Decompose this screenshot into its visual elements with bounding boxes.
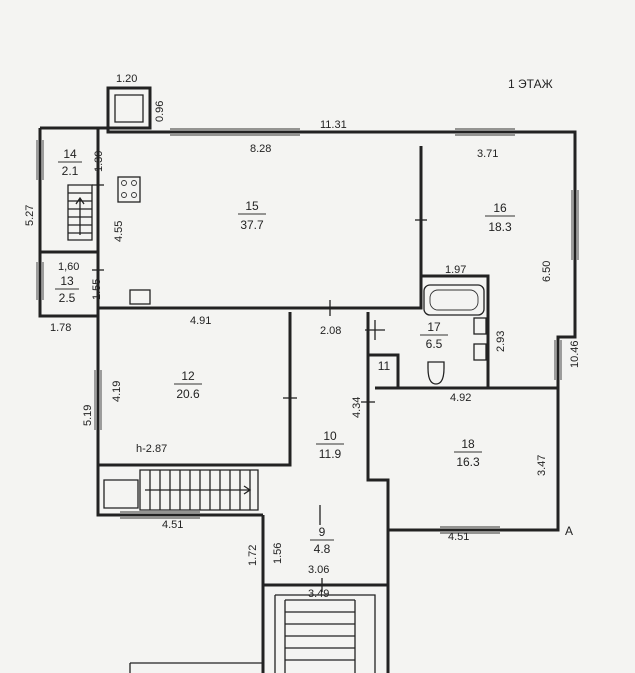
window-16-right	[571, 190, 579, 260]
outer-wall-top	[40, 126, 577, 532]
dim-vestibule-inner: 1.56	[272, 543, 284, 564]
dim-front-right: 4.51	[448, 531, 469, 543]
interior-wall-11	[368, 353, 400, 388]
ceiling-height-note: h-2.87	[136, 443, 167, 455]
windows	[36, 128, 579, 534]
room-15-area: 37.7	[240, 218, 264, 232]
stair-left	[103, 479, 139, 509]
room-9-area: 4.8	[314, 542, 331, 556]
room-15-number: 15	[245, 199, 259, 213]
walls	[38, 86, 577, 673]
floor-label: 1 ЭТАЖ	[508, 77, 553, 91]
interior-wall-left-wing	[40, 128, 100, 316]
porch	[261, 585, 390, 673]
dim-room-12-depth: 4.19	[111, 381, 123, 402]
window-16-top	[455, 128, 515, 136]
dim-left-wall: 5.19	[82, 405, 94, 426]
room-13-area: 2.5	[59, 291, 76, 305]
window-17-right	[554, 340, 562, 380]
interior-wall-16-bottom	[375, 274, 558, 390]
porch-steps	[284, 599, 356, 673]
dim-room-12-width: 4.91	[190, 315, 211, 327]
window-front-left	[120, 511, 200, 519]
dim-corridor-16: 1.97	[445, 264, 466, 276]
room-17-number: 17	[427, 320, 441, 334]
room-14-number: 14	[63, 147, 77, 161]
window-18-bottom	[440, 526, 500, 534]
room-14-area: 2.1	[62, 164, 79, 178]
room-11-number: 11	[378, 359, 391, 373]
dim-room-16-depth: 6.50	[541, 261, 553, 282]
dim-room-18-depth: 3.47	[536, 455, 548, 476]
toilet	[427, 361, 445, 385]
bathtub-inner	[429, 289, 479, 311]
fixtures	[117, 176, 487, 385]
outer-wall-left-wing	[38, 128, 263, 517]
window-12-left	[94, 370, 102, 430]
window-13-left	[36, 262, 44, 300]
room-12-number: 12	[181, 369, 195, 383]
dim-room-15-width: 8.28	[250, 143, 271, 155]
chimney-box	[106, 86, 152, 130]
dim-chimney-width: 1.20	[116, 73, 137, 85]
room-labels: 15 37.7 16 18.3 14 2.1 13 2.5 12 20.6 17…	[55, 147, 515, 556]
dim-room-15-depth: 4.55	[113, 221, 125, 242]
door-17	[365, 320, 385, 340]
doors	[92, 184, 427, 592]
vestibule-9	[261, 515, 390, 587]
dim-vestibule-width: 3.06	[308, 564, 329, 576]
room-18-area: 16.3	[456, 455, 480, 469]
staircases	[67, 184, 356, 673]
dim-chimney-depth: 0.96	[154, 101, 166, 122]
dim-right-wall: 10.46	[569, 340, 581, 368]
room-18-number: 18	[461, 437, 475, 451]
basement-outline	[129, 662, 264, 673]
dim-porch-width: 3.49	[308, 588, 329, 600]
washbasin-2	[473, 343, 487, 361]
room-10-number: 10	[323, 429, 337, 443]
chimney-inner	[114, 94, 144, 123]
stair-arrow-main	[145, 485, 252, 495]
room-9-number: 9	[319, 525, 326, 539]
interior-wall-12	[98, 312, 292, 467]
dim-left-wing-height: 5.27	[24, 205, 36, 226]
dim-room-16-width: 3.71	[477, 148, 498, 160]
axis-marker: A	[565, 524, 573, 538]
window-15-top	[170, 128, 300, 136]
window-14-left	[36, 140, 44, 180]
porch-inner	[274, 594, 376, 673]
stove	[117, 176, 141, 203]
dim-vestibule-outer: 1.72	[247, 545, 259, 566]
interior-wall-15-bottom	[98, 146, 423, 310]
dim-left-wing-bottom: 1.78	[50, 322, 71, 334]
dim-hall-width: 2.08	[320, 325, 341, 337]
dim-room-17-depth: 2.93	[495, 331, 507, 352]
sink-15	[129, 289, 151, 305]
dim-total-width: 11.31	[320, 119, 347, 131]
dim-room-14-depth: 1.30	[93, 151, 105, 172]
room-16-area: 18.3	[488, 220, 512, 234]
room-13-number: 13	[60, 274, 74, 288]
dim-room-10-depth: 4.34	[351, 397, 363, 418]
room-12-area: 20.6	[176, 387, 200, 401]
interior-wall-10-18	[366, 312, 390, 515]
washbasin-1	[473, 317, 487, 335]
dim-room-18-width: 4.92	[450, 392, 471, 404]
stair-arrow-14	[75, 196, 85, 235]
dimension-labels: 1.20 0.96 11.31 8.28 3.71 1.30 5.27 4.55…	[24, 73, 581, 600]
room-17-area: 6.5	[426, 337, 443, 351]
room-16-number: 16	[493, 201, 507, 215]
room-10-area: 11.9	[319, 447, 342, 461]
bathtub	[423, 284, 485, 316]
dim-front-left: 4.51	[162, 519, 183, 531]
dim-room-13-width: 1,60	[58, 261, 79, 273]
dim-room-13-depth: 1.55	[91, 279, 103, 300]
